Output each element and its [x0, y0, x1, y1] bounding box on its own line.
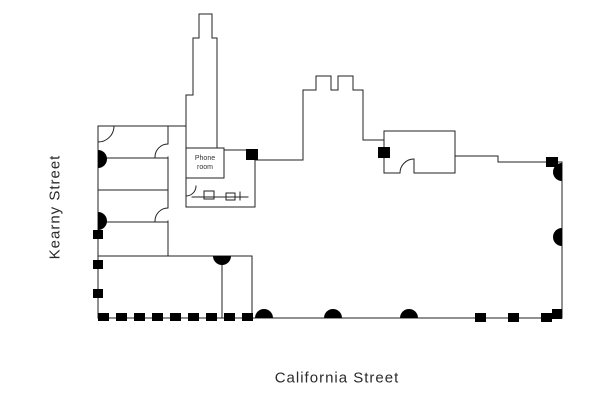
column-marker [508, 313, 519, 322]
half-column-marker [213, 256, 231, 265]
half-column-marker [98, 150, 107, 168]
north-room-walls [383, 130, 456, 174]
door-arcs [97, 125, 415, 222]
phone-room-label-line1: Phone [195, 155, 215, 162]
bay-room-walls [302, 75, 385, 161]
counter-line [191, 191, 249, 201]
california-street-label: California Street [274, 369, 400, 387]
half-column-marker [98, 212, 107, 230]
wall-dash-marker [188, 313, 199, 321]
half-column-marker [400, 309, 418, 318]
column-marker [552, 309, 562, 319]
column-marker [93, 289, 103, 298]
column-marker [378, 147, 390, 158]
door-arc [185, 185, 197, 197]
phone-room: Phone room [185, 147, 225, 179]
wall-dash-marker [98, 313, 109, 321]
half-column-marker [553, 163, 562, 181]
half-column-marker [255, 309, 273, 318]
tower-walls [185, 13, 218, 149]
phone-room-label-line2: room [197, 164, 213, 171]
lower-room-walls [221, 255, 253, 319]
fixture [203, 190, 215, 200]
half-column-marker [324, 309, 342, 318]
wall-dash-marker [224, 313, 235, 321]
door-arc [154, 207, 169, 222]
column-marker [93, 260, 103, 269]
office-partition-walls [97, 125, 253, 257]
walls [97, 13, 563, 319]
wall-dash-marker [206, 313, 217, 321]
wall-dash-marker [116, 313, 127, 321]
half-column-marker [553, 228, 562, 246]
wall-dash-marker [242, 313, 253, 321]
wall-dash-marker [170, 313, 181, 321]
door-arc [154, 143, 169, 158]
service-area-walls [185, 149, 304, 208]
column-marker [246, 149, 258, 160]
wall-dash-marker [152, 313, 163, 321]
column-marker [93, 230, 103, 239]
column-markers [93, 147, 562, 322]
door-arc [97, 125, 115, 143]
wall-dash-marker [134, 313, 145, 321]
column-marker [546, 157, 558, 167]
column-marker [541, 313, 552, 322]
restroom-fixtures [191, 190, 249, 201]
fixture-filled-icon [225, 192, 236, 201]
door-arc [399, 158, 415, 174]
phone-room-outline [185, 147, 225, 179]
column-marker [475, 313, 486, 322]
